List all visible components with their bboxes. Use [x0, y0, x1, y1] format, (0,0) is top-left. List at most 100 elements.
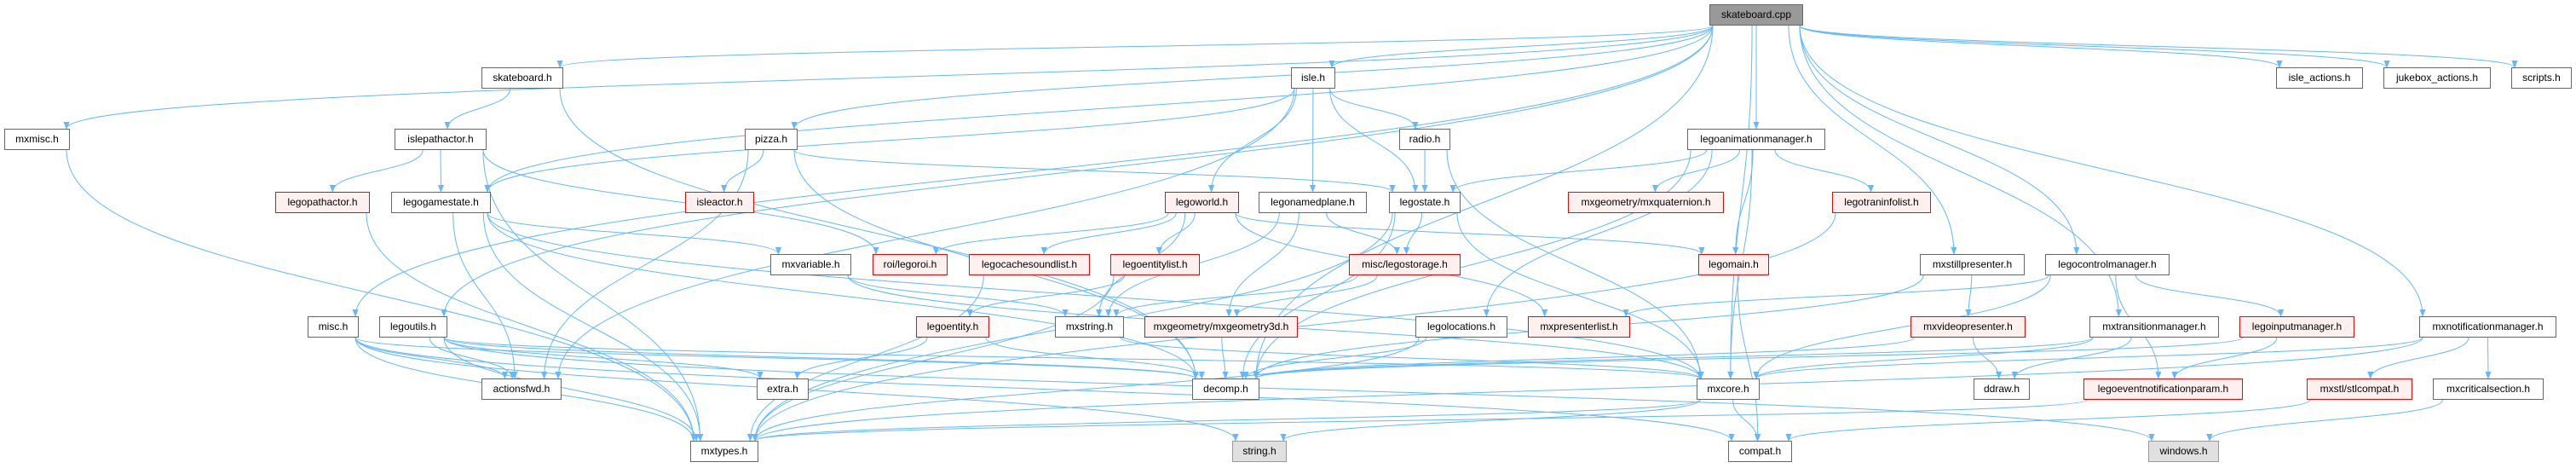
node-mxvideopresenter-h[interactable]: mxvideopresenter.h — [1910, 316, 2026, 338]
node-legonamedplane-h[interactable]: legonamedplane.h — [1259, 192, 1367, 213]
node-isle-actions-h[interactable]: isle_actions.h — [2276, 67, 2363, 89]
edge-legoutils_h-to-decomp_h — [443, 337, 1199, 379]
edge-mxtransitionmanager_h-to-decomp_h — [1253, 337, 2094, 379]
node-mxcore-h[interactable]: mxcore.h — [1697, 378, 1760, 400]
node-isle-h[interactable]: isle.h — [1291, 67, 1335, 89]
edge-skateboard_cpp-to-pizza_h — [791, 25, 1714, 130]
edge-skateboard_cpp-to-scripts_h — [1799, 25, 2518, 68]
node-windows-h[interactable]: windows.h — [2148, 441, 2219, 462]
edge-legoinputmanager_h-to-legoeventnotificationparam_h — [2171, 337, 2278, 379]
node-ddraw-h[interactable]: ddraw.h — [1974, 378, 2030, 400]
node-mxstring-h[interactable]: mxstring.h — [1055, 316, 1124, 338]
node-isleactor-h[interactable]: isleactor.h — [685, 192, 754, 213]
node-extra-h[interactable]: extra.h — [757, 378, 809, 400]
edge-skateboard_cpp-to-isle_actions_h — [1799, 25, 2283, 68]
edge-legogamestate_h-to-actionsfwd_h — [452, 212, 518, 379]
node-mxstillpresenter-h[interactable]: mxstillpresenter.h — [1920, 254, 2025, 275]
edge-legoanimationmanager_h-to-legostate_h — [1449, 149, 1708, 193]
edge-skateboard_cpp-to-legogamestate_h — [484, 25, 1714, 193]
edge-mxmisc_h-to-mxtypes_h — [66, 149, 697, 442]
edge-legoanimationmanager_h-to-legolocations_h — [1483, 149, 1713, 317]
edge-skateboard_cpp-to-mxnotificationmanager_h — [1799, 25, 2426, 317]
edge-skateboard_cpp-to-skateboard_h — [556, 25, 1714, 68]
edge-skateboard_cpp-to-legocontrolmanager_h — [1799, 25, 2080, 255]
edge-legonamedplane_h-to-legostorage_h — [1326, 212, 1400, 255]
node-legocachesoundlist-h[interactable]: legocachesoundlist.h — [969, 254, 1090, 275]
edge-skateboard_h-to-islepathactor_h — [444, 88, 511, 130]
node-legotraninfolist-h[interactable]: legotraninfolist.h — [1832, 192, 1931, 213]
node-decomp-h[interactable]: decomp.h — [1192, 378, 1259, 400]
node-misc-h[interactable]: misc.h — [308, 316, 359, 338]
node-mxmisc-h[interactable]: mxmisc.h — [4, 129, 70, 150]
node-legolocations-h[interactable]: legolocations.h — [1415, 316, 1507, 338]
edge-legopathactor_h-to-mxtypes_h — [366, 212, 697, 442]
node-legopathactor-h[interactable]: legopathactor.h — [275, 192, 370, 213]
edge-mxvideopresenter_h-to-decomp_h — [1253, 337, 1915, 379]
node-mxquaternion-h[interactable]: mxgeometry/mxquaternion.h — [1568, 192, 1724, 213]
node-legogamestate-h[interactable]: legogamestate.h — [391, 192, 491, 213]
node-legoeventnotificationparam-h[interactable]: legoeventnotificationparam.h — [2083, 378, 2243, 400]
node-mxtransitionmanager-h[interactable]: mxtransitionmanager.h — [2089, 316, 2219, 338]
node-legostate-h[interactable]: legostate.h — [1389, 192, 1461, 213]
node-legomain-h[interactable]: legomain.h — [1698, 254, 1769, 275]
node-legoworld-h[interactable]: legoworld.h — [1165, 192, 1239, 213]
edge-skateboard_cpp-to-mxcore_h — [1727, 25, 1753, 379]
edge-legogamestate_h-to-mxvariable_h — [487, 212, 782, 255]
node-legoroi-h[interactable]: roi/legoroi.h — [873, 254, 948, 275]
node-string-h[interactable]: string.h — [1232, 441, 1287, 462]
node-legoentity-h[interactable]: legoentity.h — [916, 316, 989, 338]
edge-pizza_h-to-isleactor_h — [721, 149, 764, 193]
edge-isle_h-to-radio_h — [1329, 88, 1419, 130]
edge-legocontrolmanager_h-to-mxcore_h — [1753, 274, 2051, 379]
edge-mxvariable_h-to-mxstring_h — [847, 274, 1069, 317]
node-skateboard-h[interactable]: skateboard.h — [481, 67, 563, 89]
edge-isle_h-to-actionsfwd_h — [555, 88, 1295, 379]
node-pizza-h[interactable]: pizza.h — [745, 129, 798, 150]
edge-mxcore_h-to-mxtypes_h — [752, 399, 1701, 442]
edge-skateboard_cpp-to-mxstillpresenter_h — [1788, 25, 1957, 255]
node-jukebox-actions-h[interactable]: jukebox_actions.h — [2383, 67, 2491, 89]
edge-legoinputmanager_h-to-decomp_h — [1253, 337, 2244, 379]
edge-mxcore_h-to-compat_h — [1732, 399, 1761, 442]
edge-skateboard_cpp-to-decomp_h — [1253, 25, 1714, 379]
edge-pizza_h-to-legostate_h — [793, 149, 1396, 193]
edge-legocontrolmanager_h-to-mxpresenterlist_h — [1622, 274, 2049, 317]
node-mxpresenterlist-h[interactable]: mxpresenterlist.h — [1528, 316, 1630, 338]
node-legoinputmanager-h[interactable]: legoinputmanager.h — [2239, 316, 2354, 338]
edge-legoworld_h-to-legomain_h — [1235, 212, 1705, 255]
edge-legoentitylist_h-to-legoentity_h — [966, 274, 1126, 317]
node-mxtypes-h[interactable]: mxtypes.h — [690, 441, 758, 462]
node-actionsfwd-h[interactable]: actionsfwd.h — [481, 378, 562, 400]
edge-legoentitylist_h-to-mxtypes_h — [752, 274, 1115, 442]
node-islepathactor-h[interactable]: islepathactor.h — [395, 129, 487, 150]
node-legostorage-h[interactable]: misc/legostorage.h — [1349, 254, 1461, 275]
node-mxvariable-h[interactable]: mxvariable.h — [770, 254, 851, 275]
node-mxcriticalsection-h[interactable]: mxcriticalsection.h — [2433, 378, 2544, 400]
edge-pizza_h-to-actionsfwd_h — [541, 149, 749, 379]
node-skateboard-cpp[interactable]: skateboard.cpp — [1709, 4, 1803, 26]
edge-mxgeometry3d_h-to-decomp_h — [1221, 337, 1229, 379]
edge-legostorage_h-to-mxstring_h — [1113, 274, 1358, 317]
edge-radio_h-to-mxcore_h — [1446, 149, 1703, 379]
node-legoutils-h[interactable]: legoutils.h — [379, 316, 447, 338]
edge-skateboard_cpp-to-jukebox_actions_h — [1799, 25, 2390, 68]
edge-isle_h-to-legoworld_h — [1208, 88, 1297, 193]
node-legoanimationmanager-h[interactable]: legoanimationmanager.h — [1687, 129, 1825, 150]
edge-islepathactor_h-to-mxtypes_h — [482, 149, 704, 442]
node-mxnotificationmanager-h[interactable]: mxnotificationmanager.h — [2419, 316, 2556, 338]
edge-isle_h-to-legostate_h — [1329, 88, 1419, 193]
node-compat-h[interactable]: compat.h — [1728, 441, 1792, 462]
edge-legoworld_h-to-legocachesoundlist_h — [1040, 212, 1177, 255]
node-legocontrolmanager-h[interactable]: legocontrolmanager.h — [2045, 254, 2170, 275]
edge-mxcore_h-to-string_h — [1280, 399, 1701, 442]
node-radio-h[interactable]: radio.h — [1399, 129, 1450, 150]
node-stlcompat-h[interactable]: mxstl/stlcompat.h — [2307, 378, 2412, 400]
edge-legocontrolmanager_h-to-legoinputmanager_h — [2135, 274, 2285, 317]
node-scripts-h[interactable]: scripts.h — [2511, 67, 2572, 89]
edge-skateboard_cpp-to-legoutils_h — [441, 25, 1714, 317]
edge-legoworld_h-to-legoroi_h — [932, 212, 1169, 255]
edge-mxnotificationmanager_h-to-mxcore_h — [1753, 337, 2423, 379]
edge-legoanimationmanager_h-to-decomp_h — [1253, 149, 1691, 379]
node-mxgeometry3d-h[interactable]: mxgeometry/mxgeometry3d.h — [1144, 316, 1298, 338]
node-legoentitylist-h[interactable]: legoentitylist.h — [1110, 254, 1200, 275]
